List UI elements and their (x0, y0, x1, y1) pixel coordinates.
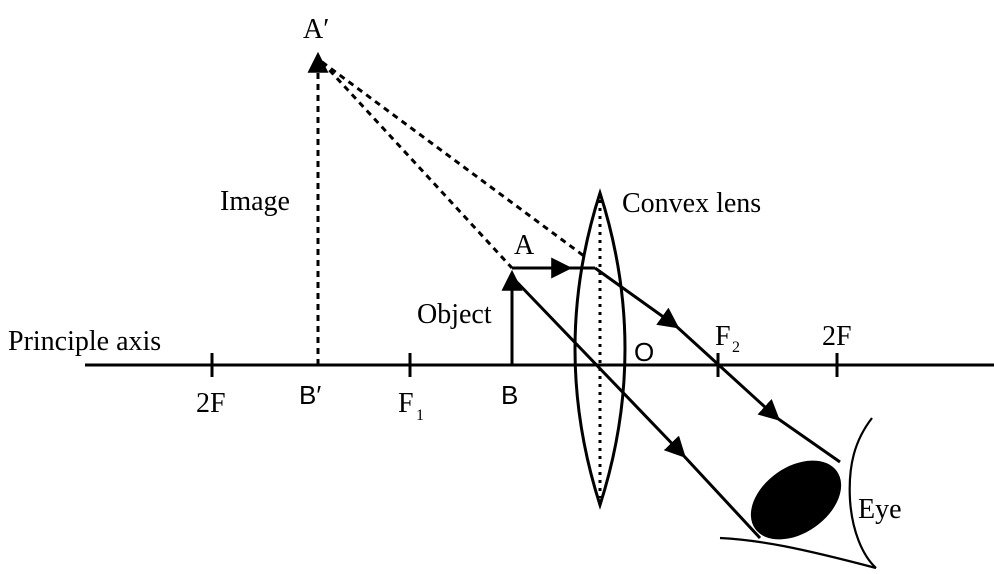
label-convex-lens: Convex lens (622, 188, 761, 219)
label-f2: F (715, 321, 731, 352)
label-eye: Eye (858, 494, 902, 525)
eye-icon (719, 417, 877, 570)
label-object-top: A (514, 230, 535, 261)
label-2f-right: 2F (822, 321, 852, 352)
ray-refracted-b (674, 324, 781, 421)
label-2f-left: 2F (196, 388, 226, 419)
virtual-ray-upper (321, 60, 585, 258)
label-optical-centre: O (634, 337, 654, 367)
label-object: Object (417, 299, 492, 330)
label-f1: F (398, 388, 414, 419)
ray-central-b (681, 453, 762, 540)
label-object-base: B (501, 380, 518, 410)
label-f1-subscript: 1 (416, 407, 424, 424)
ray-refracted-a (594, 266, 680, 329)
virtual-ray-lower (320, 60, 514, 270)
label-principal-axis: Principle axis (8, 326, 161, 357)
ray-central-a (510, 275, 686, 459)
label-image-base: B′ (299, 380, 321, 410)
ray-refracted-c (776, 416, 841, 464)
label-f2-subscript: 2 (732, 339, 740, 356)
convex-lens (573, 188, 627, 510)
label-image-top: A′ (303, 14, 329, 45)
label-image: Image (220, 186, 290, 217)
